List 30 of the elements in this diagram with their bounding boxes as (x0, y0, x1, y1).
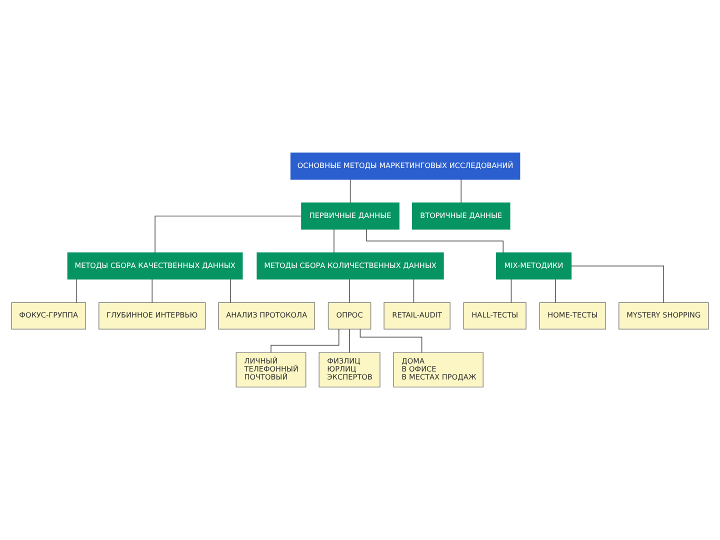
node-box: MYSTERY SHOPPING (618, 302, 709, 330)
node-box: ГЛУБИННОЕ ИНТЕРВЬЮ (98, 302, 206, 330)
node-box: МЕТОДЫ СБОРА КОЛИЧЕСТВЕННЫХ ДАННЫХ (256, 252, 444, 280)
node-box: ФОКУС-ГРУППА (11, 302, 86, 330)
connector (510, 278, 512, 303)
node-box: ФИЗЛИЦ ЮРЛИЦ ЭКСПЕРТОВ (318, 352, 380, 388)
node-box: ЛИЧНЫЙ ТЕЛЕФОННЫЙ ПОЧТОВЫЙ (236, 352, 306, 388)
connector (76, 278, 78, 303)
connector (570, 266, 664, 303)
node-box: ВТОРИЧНЫЕ ДАННЫЕ (412, 202, 510, 230)
node-box: ПЕРВИЧНЫЕ ДАННЫЕ (301, 202, 400, 230)
connector (360, 328, 422, 353)
connector (349, 278, 350, 303)
connector (349, 328, 350, 353)
node-box: HOME-ТЕСТЫ (539, 302, 606, 330)
connector (154, 216, 302, 253)
node-box: RETAIL-AUDIT (384, 302, 450, 330)
node-box: МЕТОДЫ СБОРА КАЧЕСТВЕННЫХ ДАННЫХ (67, 252, 243, 280)
node-box: HALL-ТЕСТЫ (463, 302, 526, 330)
connector (555, 278, 556, 303)
connector (460, 179, 462, 204)
node-box: АНАЛИЗ ПРОТОКОЛА (218, 302, 316, 330)
node-box: ОПРОС (328, 302, 372, 330)
connector (230, 278, 231, 303)
node-box: MIX-МЕТОДИКИ (496, 252, 572, 280)
connector (270, 328, 340, 353)
node-box: ДОМА В ОФИСЕ В МЕСТАХ ПРОДАЖ (393, 352, 484, 388)
connector (413, 278, 414, 303)
node-box: ОСНОВНЫЕ МЕТОДЫ МАРКЕТИНГОВЫХ ИССЛЕДОВАНИЙ (290, 152, 520, 180)
connector (350, 179, 351, 204)
